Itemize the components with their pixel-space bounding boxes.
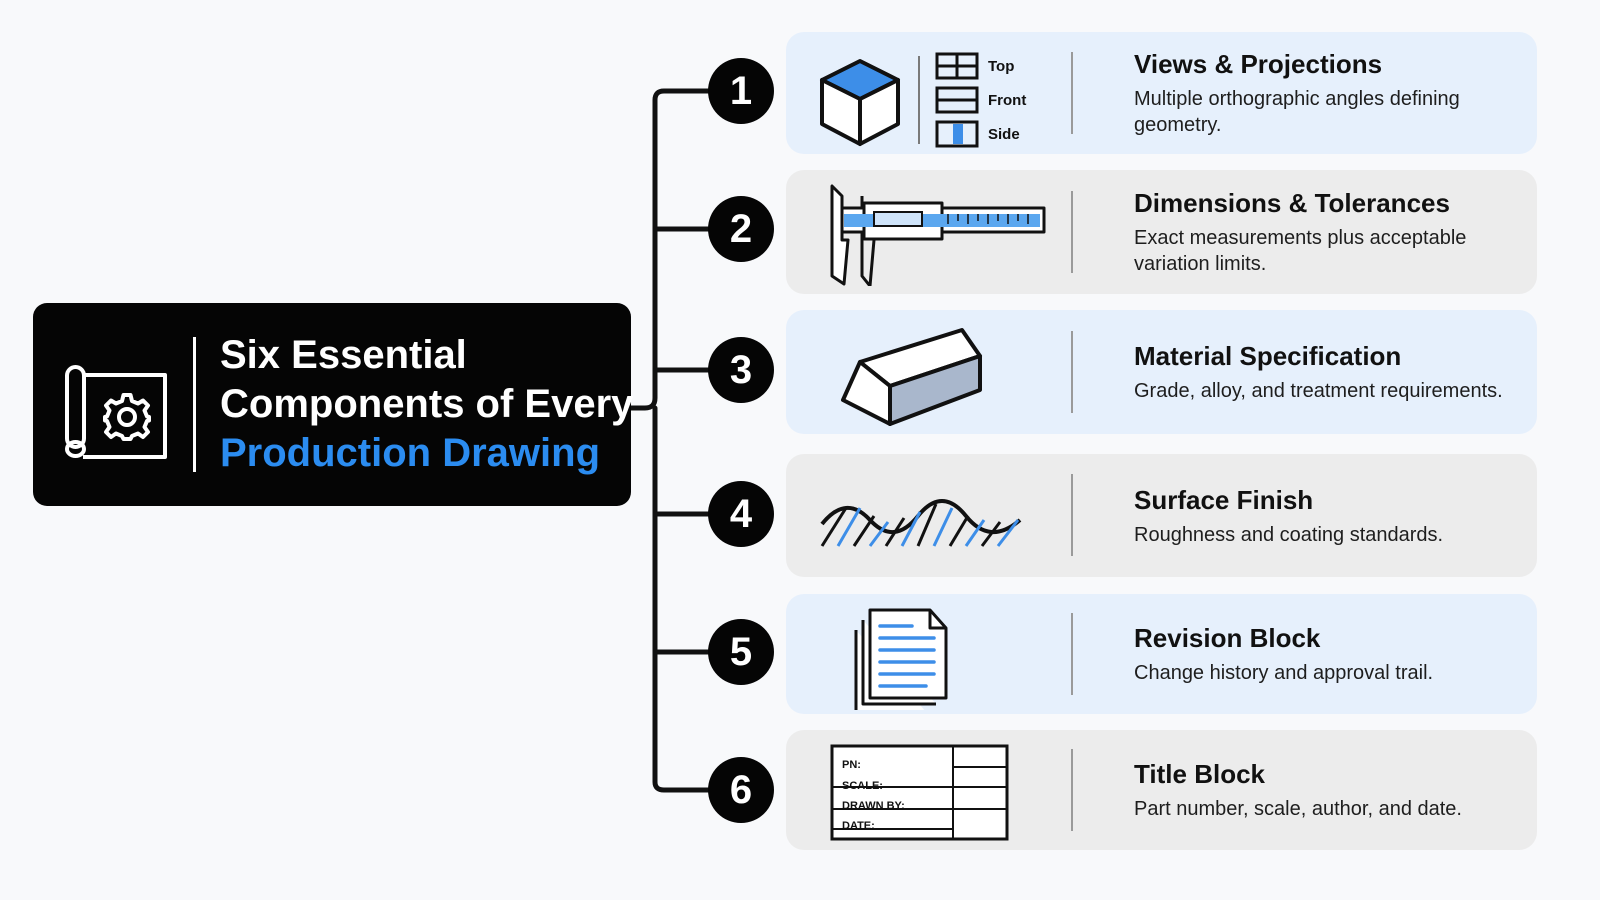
step-badge-3: 3 — [708, 337, 774, 403]
card-divider — [1071, 331, 1073, 413]
card-divider — [1071, 52, 1073, 134]
title-line-2: Components of Every — [220, 382, 634, 426]
field-date: DATE: — [842, 820, 875, 832]
component-name: Title Block — [1134, 759, 1266, 789]
card-text: Revision Block Change history and approv… — [1134, 594, 1513, 714]
page-title: Six Essential Components of Every Produc… — [220, 331, 634, 478]
component-description: Change history and approval trail. — [1134, 662, 1434, 684]
step-badge-2: 2 — [708, 196, 774, 262]
view-label-top: Top — [988, 58, 1014, 75]
card-text: Dimensions & Tolerances Exact measuremen… — [1134, 170, 1513, 294]
step-badge-1: 1 — [708, 58, 774, 124]
component-name: Revision Block — [1134, 623, 1321, 653]
card-divider — [1071, 191, 1073, 273]
card-text: Surface Finish Roughness and coating sta… — [1134, 454, 1513, 577]
card-text: Material Specification Grade, alloy, and… — [1134, 310, 1513, 434]
card-text: Title Block Part number, scale, author, … — [1134, 730, 1513, 850]
view-label-side: Side — [988, 126, 1020, 143]
blueprint-gear-icon — [65, 365, 167, 459]
component-description: Multiple orthographic angles defining ge… — [1134, 88, 1460, 136]
field-pn: PN: — [842, 759, 861, 771]
caliper-icon — [830, 184, 1046, 286]
title-panel: Six Essential Components of Every Produc… — [33, 303, 634, 506]
card-dimensions-tolerances: Dimensions & Tolerances Exact measuremen… — [786, 170, 1537, 294]
card-title-block: PN: SCALE: DRAWN BY: DATE: Title Block P… — [786, 730, 1537, 850]
step-badge-6: 6 — [708, 757, 774, 823]
title-line-3: Production Drawing — [220, 431, 600, 475]
component-description: Exact measurements plus acceptable varia… — [1134, 227, 1467, 275]
step-badge-5: 5 — [708, 619, 774, 685]
card-views-projections: Top Front Side Views & Projections Multi… — [786, 32, 1537, 154]
card-text: Views & Projections Multiple orthographi… — [1134, 32, 1513, 154]
view-label-front: Front — [988, 92, 1026, 109]
component-description: Roughness and coating standards. — [1134, 523, 1444, 546]
cube-views-icon: Top Front Side — [820, 52, 1026, 148]
card-divider — [1071, 474, 1073, 556]
card-material-specification: Material Specification Grade, alloy, and… — [786, 310, 1537, 434]
component-name: Views & Projections — [1134, 49, 1383, 79]
card-surface-finish: Surface Finish Roughness and coating sta… — [786, 454, 1537, 577]
card-revision-block: Revision Block Change history and approv… — [786, 594, 1537, 714]
title-divider — [193, 337, 196, 472]
title-line-1: Six Essential — [220, 333, 467, 377]
card-divider — [1071, 613, 1073, 695]
metal-ingot-icon — [841, 328, 982, 426]
component-name: Surface Finish — [1134, 484, 1314, 515]
component-name: Material Specification — [1134, 341, 1402, 371]
step-badge-4: 4 — [708, 481, 774, 547]
component-name: Dimensions & Tolerances — [1134, 188, 1450, 218]
documents-icon — [854, 608, 948, 710]
surface-roughness-icon — [820, 499, 1022, 547]
field-scale: SCALE: — [842, 780, 883, 792]
card-divider — [1071, 749, 1073, 831]
title-block-icon: PN: SCALE: DRAWN BY: DATE: — [830, 744, 1009, 841]
component-description: Part number, scale, author, and date. — [1134, 798, 1462, 820]
field-drawn-by: DRAWN BY: — [842, 800, 905, 812]
component-description: Grade, alloy, and treatment requirements… — [1134, 380, 1503, 402]
